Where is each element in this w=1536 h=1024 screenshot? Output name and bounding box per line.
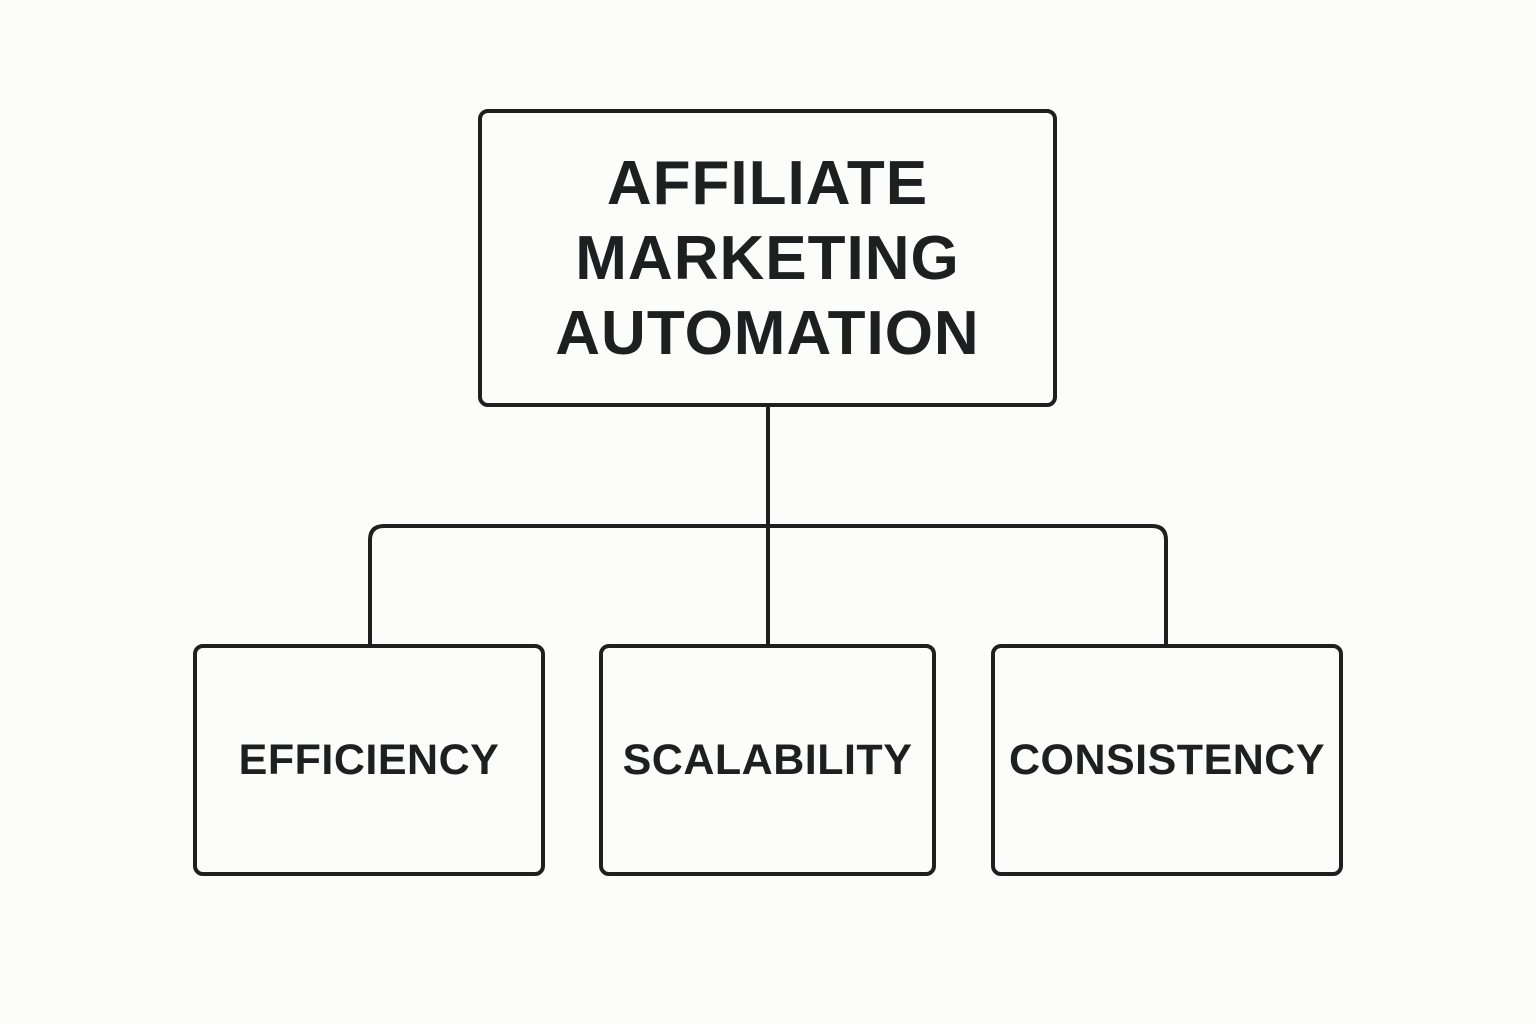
branch-connector-left bbox=[368, 524, 768, 644]
child-node-consistency: CONSISTENCY bbox=[991, 644, 1343, 876]
child-node-label: EFFICIENCY bbox=[238, 735, 500, 784]
root-node: AFFILIATE MARKETING AUTOMATION bbox=[478, 109, 1057, 407]
root-node-label: AFFILIATE MARKETING AUTOMATION bbox=[555, 148, 980, 368]
branch-connector-right bbox=[768, 524, 1168, 644]
child-node-efficiency: EFFICIENCY bbox=[193, 644, 545, 876]
child-node-scalability: SCALABILITY bbox=[599, 644, 936, 876]
child-node-label: CONSISTENCY bbox=[1008, 735, 1326, 784]
child-node-label: SCALABILITY bbox=[622, 735, 913, 784]
